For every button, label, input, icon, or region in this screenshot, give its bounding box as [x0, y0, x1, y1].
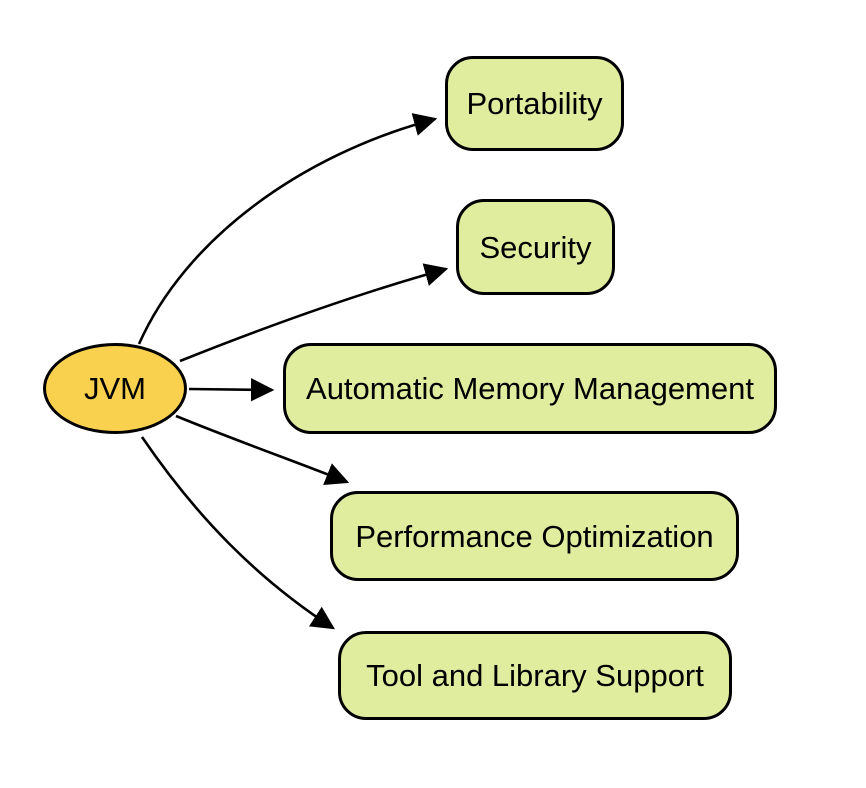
node-performance-optimization: Performance Optimization	[330, 491, 739, 581]
node-security-label: Security	[479, 229, 592, 265]
node-performance-optimization-label: Performance Optimization	[355, 518, 714, 554]
node-automatic-memory-management: Automatic Memory Management	[283, 343, 777, 434]
edge-jvm-tool-and-library-support	[140, 436, 335, 630]
node-portability-label: Portability	[466, 86, 603, 121]
edge-jvm-portability	[137, 113, 438, 345]
node-portability: Portability	[445, 56, 624, 151]
edge-jvm-automatic-memory-management	[188, 378, 275, 402]
node-tool-and-library-support-label: Tool and Library Support	[366, 658, 704, 693]
edge-jvm-security	[179, 263, 449, 363]
node-jvm: JVM	[43, 343, 187, 434]
edge-jvm-performance-optimization	[175, 414, 350, 486]
node-automatic-memory-management-label: Automatic Memory Management	[306, 371, 754, 406]
node-jvm-label: JVM	[84, 371, 146, 406]
node-security: Security	[456, 199, 615, 295]
node-tool-and-library-support: Tool and Library Support	[338, 631, 732, 720]
